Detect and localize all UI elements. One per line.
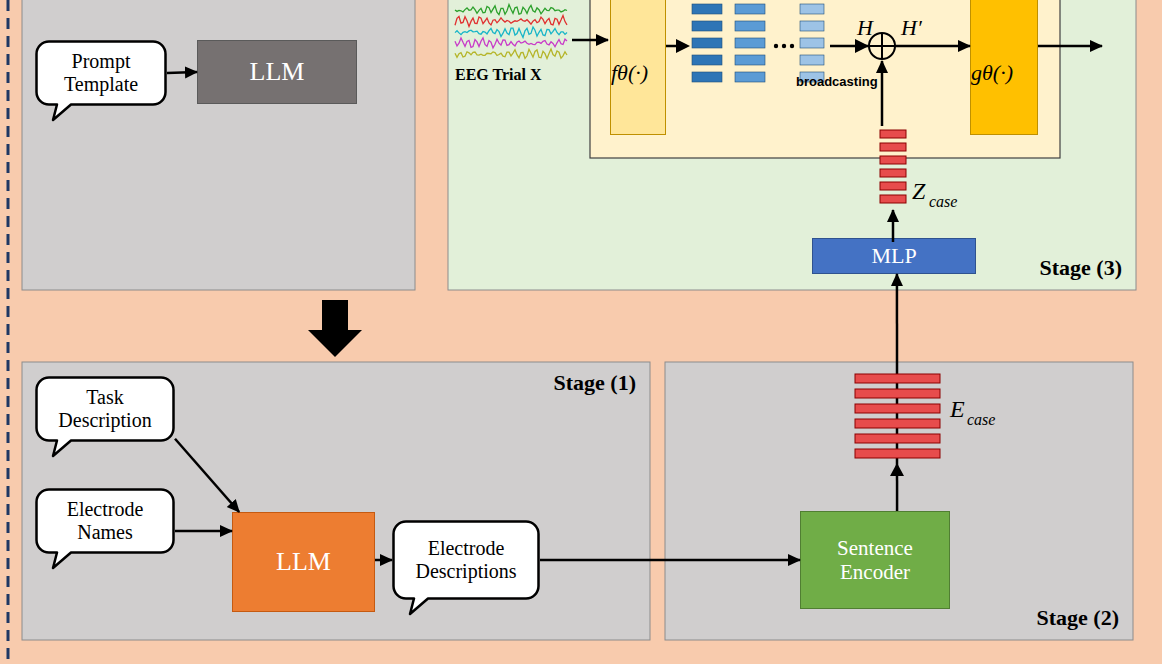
vector-cell xyxy=(855,419,940,428)
math-label: EEG Trial X xyxy=(455,66,542,84)
arrow-head xyxy=(676,39,690,53)
node-text: Sentence Encoder xyxy=(808,536,942,584)
connector xyxy=(540,559,800,562)
node-text: MLP xyxy=(871,243,916,268)
node-text: Electrode Names xyxy=(43,498,167,544)
big-arrow xyxy=(308,300,362,357)
connector xyxy=(175,530,232,533)
process-box: LLM xyxy=(232,512,375,612)
feature-bar xyxy=(692,21,722,31)
bubble-path xyxy=(394,522,539,615)
vector-cell xyxy=(880,195,906,203)
eeg-line xyxy=(455,49,567,59)
process-box: LLM xyxy=(197,40,357,104)
math-label: case xyxy=(929,193,957,211)
vector-cell xyxy=(855,404,940,413)
arrow-head xyxy=(890,463,904,476)
mlp-arrow xyxy=(892,210,895,242)
eeg-line xyxy=(455,5,567,15)
connector xyxy=(375,559,392,562)
vector-cell xyxy=(855,449,940,458)
feature-bars xyxy=(692,4,824,82)
math-label: case xyxy=(967,411,995,429)
vector-cell xyxy=(880,156,906,164)
stage-label: Stage (2) xyxy=(1037,605,1119,630)
vector-cell xyxy=(880,169,906,177)
input-arrow xyxy=(572,39,608,42)
node-text: Prompt Template xyxy=(43,50,159,96)
vector-cell xyxy=(880,182,906,190)
annotation: broadcasting xyxy=(796,74,878,89)
node-text: Electrode Descriptions xyxy=(400,537,532,583)
speech-bubble: Task Description xyxy=(35,376,175,442)
node-text: Task Description xyxy=(43,386,167,432)
feature-bar xyxy=(735,4,765,14)
node-text: gθ(·) xyxy=(971,60,1013,85)
process-box: Sentence Encoder xyxy=(800,511,950,609)
feature-bar xyxy=(735,55,765,65)
math-label: Z xyxy=(912,178,925,205)
connector xyxy=(175,439,239,512)
process-box: gθ(·) xyxy=(970,0,1038,135)
feature-bar xyxy=(735,38,765,48)
vector-cell xyxy=(855,434,940,443)
connector xyxy=(167,72,197,73)
stage-panel: Stage (1) Task DescriptionElectrode Names… xyxy=(22,362,650,640)
eeg-line xyxy=(455,16,567,27)
e-vector xyxy=(855,374,940,458)
speech-bubble: Electrode Descriptions xyxy=(392,520,540,600)
process-box: fθ(·) xyxy=(610,0,666,135)
output-arrow xyxy=(1038,45,1102,48)
add-symbol xyxy=(869,33,895,59)
speech-bubble: Electrode Names xyxy=(35,488,175,554)
feature-bar xyxy=(692,4,722,14)
bubble-path xyxy=(37,378,174,457)
feature-bar xyxy=(692,38,722,48)
vector-cell xyxy=(880,143,906,151)
node-text: LLM xyxy=(276,547,331,577)
vector-cell xyxy=(855,374,940,383)
feature-bar xyxy=(800,38,824,48)
z-vector xyxy=(880,130,906,203)
feature-bar xyxy=(692,72,722,82)
feature-bar xyxy=(800,4,824,14)
eeg-line xyxy=(455,27,567,37)
vector-cell xyxy=(880,130,906,138)
node-text: fθ(·) xyxy=(611,60,648,85)
math-label: E xyxy=(950,396,965,423)
feature-bar xyxy=(692,55,722,65)
arrow-head xyxy=(855,39,869,53)
stage-label: Stage (3) xyxy=(1040,255,1122,280)
speech-bubble: Prompt Template xyxy=(35,40,167,106)
feature-bar xyxy=(735,21,765,31)
bubble-path xyxy=(37,490,174,569)
feature-bar xyxy=(800,21,824,31)
vector-cell xyxy=(855,389,940,398)
math-label: H′ xyxy=(901,15,922,41)
node-text: LLM xyxy=(250,57,305,87)
feature-bar xyxy=(735,72,765,82)
feature-bar xyxy=(800,55,824,65)
eeg-line xyxy=(455,38,567,48)
math-label: H xyxy=(857,15,873,41)
process-box: MLP xyxy=(812,238,976,274)
stage-label: Stage (1) xyxy=(554,370,636,395)
bubble-path xyxy=(37,42,166,121)
eeg-trace xyxy=(455,5,567,59)
broadcast-arrow xyxy=(881,61,884,126)
